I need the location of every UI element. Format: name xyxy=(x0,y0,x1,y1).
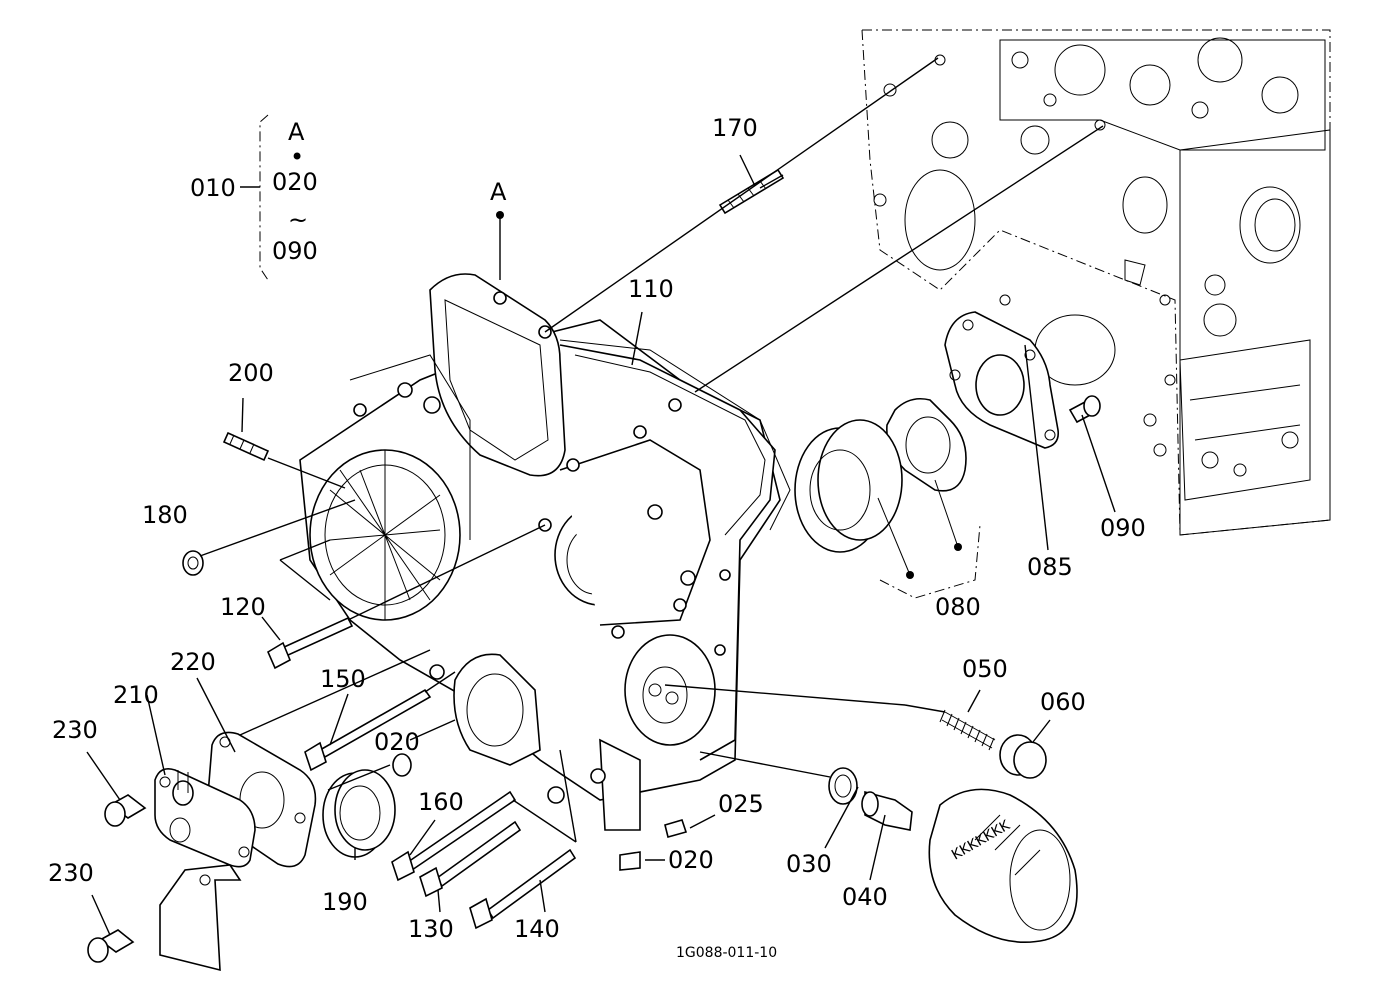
bolt-150 xyxy=(304,688,432,772)
fitting-040 xyxy=(861,790,913,831)
callout-040: 040 xyxy=(842,883,888,911)
leader-lines xyxy=(86,57,1116,936)
screw-090 xyxy=(1068,395,1101,424)
callout-050: 050 xyxy=(962,655,1008,683)
callout-150: 150 xyxy=(320,665,366,693)
stud-170 xyxy=(718,168,785,215)
callout-080: 080 xyxy=(935,593,981,621)
bolt-230-lower xyxy=(87,929,135,963)
spring-050 xyxy=(939,709,996,751)
stud-200 xyxy=(222,431,270,462)
plug-020-upper xyxy=(392,753,412,777)
group-mark-tilde: ~ xyxy=(288,206,308,234)
ribbed-cover xyxy=(309,354,471,621)
callout-130: 130 xyxy=(408,915,454,943)
gear-case xyxy=(299,273,781,831)
plug-025 xyxy=(664,819,688,838)
callout-210: 210 xyxy=(113,681,159,709)
bolt-120 xyxy=(266,616,354,670)
callout-090-group: 090 xyxy=(272,237,318,265)
bolt-230-upper xyxy=(104,794,147,827)
washer-030 xyxy=(828,767,858,805)
callout-025: 025 xyxy=(718,790,764,818)
callout-090: 090 xyxy=(1100,514,1146,542)
callout-190: 190 xyxy=(322,888,368,916)
engine-block xyxy=(861,29,1331,536)
group-mark-a: A xyxy=(288,118,305,146)
callout-140: 140 xyxy=(514,915,560,943)
callout-170: 170 xyxy=(712,114,758,142)
bolt-130 xyxy=(419,820,522,898)
nut-180 xyxy=(182,550,204,576)
valve-060 xyxy=(999,734,1047,779)
callout-160: 160 xyxy=(418,788,464,816)
oil-pump-outer-rotor xyxy=(794,419,903,553)
callout-060: 060 xyxy=(1040,688,1086,716)
callout-200: 200 xyxy=(228,359,274,387)
point-a-label: A xyxy=(490,178,507,206)
callout-230-upper: 230 xyxy=(52,716,98,744)
callout-120: 120 xyxy=(220,593,266,621)
callout-030: 030 xyxy=(786,850,832,878)
cover-210 xyxy=(154,767,256,868)
bolt-160 xyxy=(391,790,517,882)
callout-230-lower: 230 xyxy=(48,859,94,887)
bracket-plate xyxy=(159,864,242,972)
oil-filter: KKKKKKK xyxy=(928,788,1078,943)
callout-020-lower: 020 xyxy=(668,846,714,874)
callout-180: 180 xyxy=(142,501,188,529)
oil-seal-190 xyxy=(322,769,396,858)
group-mark-dot: • xyxy=(290,143,304,171)
group-bracket xyxy=(240,114,269,281)
callout-010: 010 xyxy=(190,174,236,202)
bolt-140 xyxy=(469,848,577,930)
callout-085: 085 xyxy=(1027,553,1073,581)
plug-020-lower xyxy=(619,851,641,871)
callout-020-group: 020 xyxy=(272,168,318,196)
callout-020-upper: 020 xyxy=(374,728,420,756)
drawing-code: 1G088-011-10 xyxy=(676,945,777,961)
oil-pump-cover-gasket xyxy=(944,311,1060,449)
bracket-080 xyxy=(879,524,981,599)
callout-110: 110 xyxy=(628,275,674,303)
point-a xyxy=(496,211,504,219)
callout-220: 220 xyxy=(170,648,216,676)
